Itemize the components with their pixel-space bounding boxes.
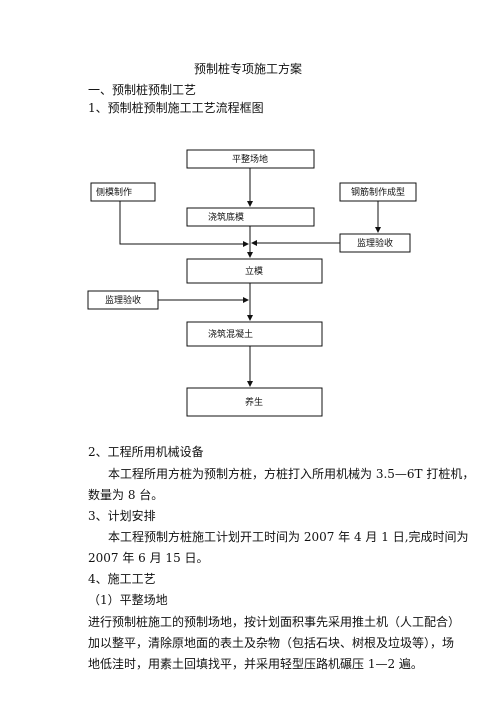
box-pour-concrete: 浇筑混凝土 xyxy=(186,321,323,347)
arrow-formwork-to-erect xyxy=(119,201,249,247)
document-title: 预制桩专项施工方案 xyxy=(193,62,302,76)
box-erect-formwork: 立模 xyxy=(186,258,323,284)
section2-line2: 数量为 8 台。 xyxy=(88,488,164,502)
box-inspect-right: 监理验收 xyxy=(339,233,411,253)
section2-heading: 2、工程所用机械设备 xyxy=(88,445,204,459)
section4-subheading: （1）平整场地 xyxy=(88,593,168,607)
box-erect-formwork-label: 立模 xyxy=(245,265,263,277)
box-rebar-forming: 钢筋制作成型 xyxy=(339,182,417,202)
flow-arrows xyxy=(119,168,381,387)
box-rebar-forming-label: 钢筋制作成型 xyxy=(351,186,405,198)
box-level-site-label: 平整场地 xyxy=(232,153,268,165)
box-inspect-left-label: 监理验收 xyxy=(105,294,141,306)
section2-line1: 本工程所用方桩为预制方桩，方桩打入所用机械为 3.5—6T 打桩机， xyxy=(108,467,475,481)
section1-subheading: 1、预制桩预制施工工艺流程框图 xyxy=(88,101,264,115)
section3-line2: 2007 年 6 月 15 日。 xyxy=(88,551,209,565)
box-inspect-left: 监理验收 xyxy=(87,290,159,310)
process-flowchart: 平整场地 侧模制作 钢筋制作成型 浇筑底模 监理验收 立模 监理验收 浇筑混凝 xyxy=(87,149,417,417)
box-side-formwork: 侧模制作 xyxy=(90,182,156,202)
section3-line1: 本工程预制方桩施工计划开工时间为 2007 年 4 月 1 日,完成时间为 xyxy=(108,530,469,544)
box-pour-concrete-label: 浇筑混凝土 xyxy=(208,328,253,340)
box-pour-base-label: 浇筑底模 xyxy=(208,211,244,223)
section4-line2: 加以整平，清除原地面的表土及杂物（包括石块、树根及垃圾等），场 xyxy=(88,636,455,650)
section4-line1: 进行预制桩施工的预制场地，按计划面积事先采用推土机（人工配合） xyxy=(88,615,461,629)
box-pour-base: 浇筑底模 xyxy=(186,207,315,227)
box-inspect-right-label: 监理验收 xyxy=(357,237,393,249)
box-curing-label: 养生 xyxy=(245,396,263,408)
section3-heading: 3、计划安排 xyxy=(88,509,156,523)
box-side-formwork-label: 侧模制作 xyxy=(96,186,132,198)
box-level-site: 平整场地 xyxy=(186,149,315,169)
section1-heading: 一、预制桩预制工艺 xyxy=(88,83,197,97)
box-curing: 养生 xyxy=(186,387,323,417)
section4-heading: 4、施工工艺 xyxy=(88,572,156,586)
section4-line3: 地低洼时，用素土回填找平，并采用轻型压路机碾压 1—2 遍。 xyxy=(88,657,423,671)
